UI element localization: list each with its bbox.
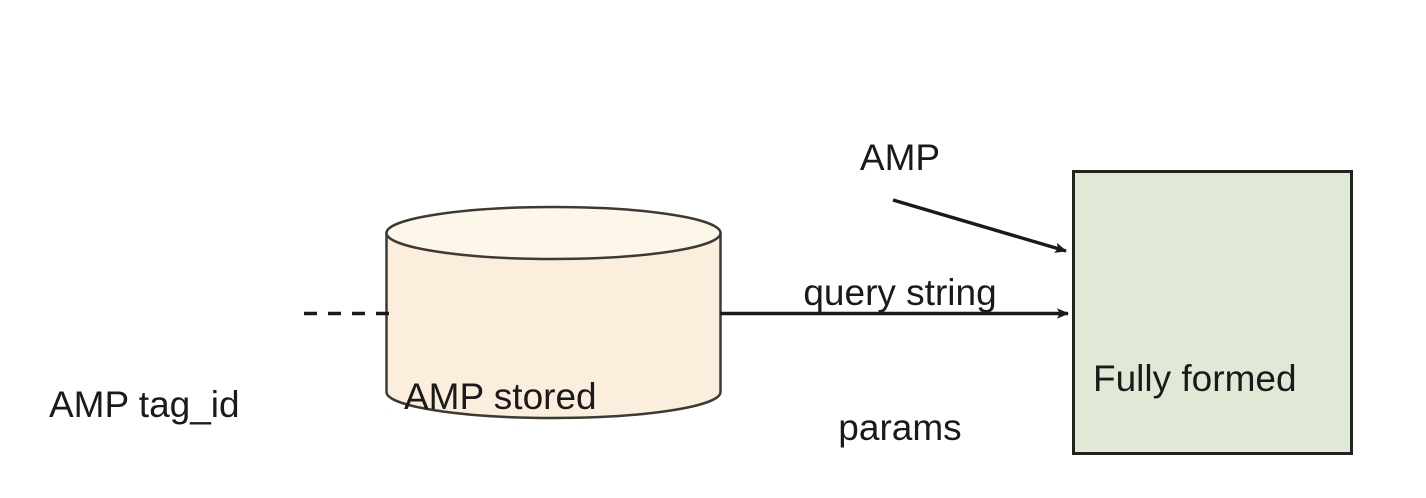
label-fully-formed-ortb: Fully formed ORTB: [1093, 266, 1355, 498]
cylinder-body-shape: [385, 231, 722, 420]
label-amp-query-string-params: AMP query string params: [760, 45, 1040, 498]
params-line-3: params: [838, 407, 962, 448]
edge-params-to-ortb[interactable]: [892, 198, 1067, 253]
node-amp-stored-request-template[interactable]: [385, 205, 722, 420]
cylinder-line-1: AMP stored: [404, 376, 597, 417]
ortb-line-1: Fully formed: [1093, 358, 1297, 399]
ortb-line-2: ORTB: [1093, 491, 1355, 498]
ortb-box-shape: [1072, 170, 1353, 455]
node-fully-formed-ortb[interactable]: [1072, 170, 1353, 455]
cylinder-top-ellipse: [385, 205, 722, 261]
amp-tag-id-line-1: AMP tag_id: [49, 384, 240, 425]
label-amp-stored-request-template: AMP stored request template: [404, 284, 714, 498]
params-line-1: AMP: [859, 137, 941, 178]
params-line-2: query string: [803, 272, 997, 313]
label-amp-tag-id: AMP tag_id: [49, 292, 289, 498]
